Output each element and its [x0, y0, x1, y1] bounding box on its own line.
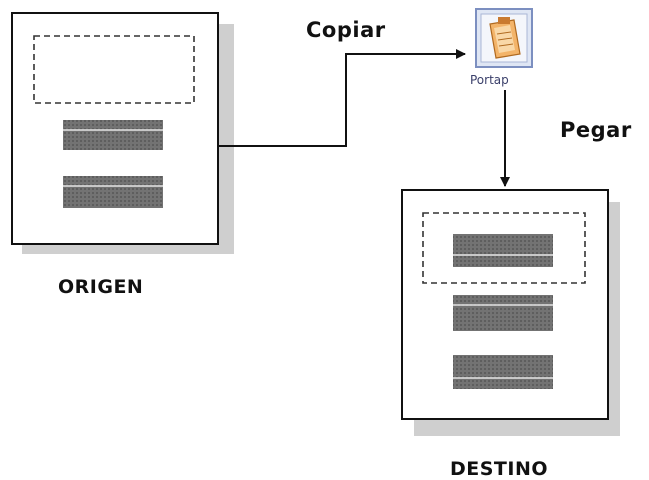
destination-text-bar-1 — [453, 234, 553, 267]
source-label: ORIGEN — [58, 276, 144, 298]
source-text-bar-2 — [63, 176, 163, 208]
destination-paste-box — [422, 212, 586, 284]
source-selection-box — [33, 35, 195, 104]
destination-text-bar-3 — [453, 355, 553, 389]
clipboard-icon — [475, 8, 533, 68]
copy-arrow — [218, 49, 466, 147]
source-text-bar-1 — [63, 120, 163, 150]
clipboard-label: Portap — [470, 73, 509, 87]
copy-label: Copiar — [306, 18, 386, 42]
destination-label: DESTINO — [450, 458, 549, 480]
destination-document — [401, 189, 620, 436]
source-document — [11, 12, 234, 254]
destination-text-bar-2 — [453, 295, 553, 331]
paste-label: Pegar — [560, 118, 632, 142]
